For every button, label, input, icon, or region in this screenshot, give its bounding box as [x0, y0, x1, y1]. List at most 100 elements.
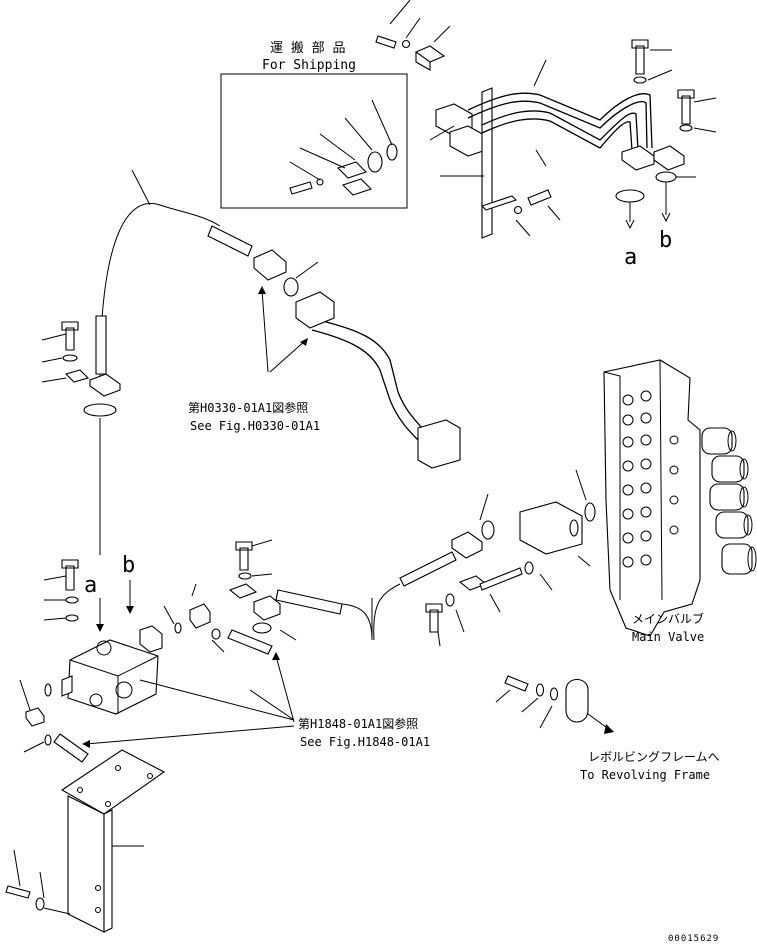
shipping-parts-group: 運 搬 部 品 For Shipping: [220, 41, 408, 209]
split-flange: [64, 369, 90, 383]
revolving-frame-jp: レボルビングフレームへ: [588, 750, 720, 764]
upper-pipe-assembly: a b: [375, 0, 717, 270]
elbow-fitting: [189, 603, 211, 629]
bolt: [504, 675, 529, 692]
valve-bracket-stand: [5, 749, 166, 933]
hose-fitting: [53, 733, 89, 763]
main-valve-solenoids: [701, 427, 757, 575]
o-ring: [44, 683, 52, 697]
split-flange: [228, 583, 258, 599]
washer: [679, 124, 693, 132]
pipe-end-block: [417, 419, 461, 469]
o-ring: [283, 277, 299, 297]
ref-h0330-jp: 第H0330-01A1図参照: [188, 400, 308, 415]
washer: [62, 354, 78, 362]
o-ring: [569, 519, 579, 537]
revolving-frame-en: To Revolving Frame: [580, 768, 710, 782]
elbow-fitting: [25, 707, 45, 727]
bolt: [61, 321, 79, 351]
washer: [401, 39, 411, 49]
steel-pipe: [317, 319, 423, 429]
revolving-frame-clamp: レボルビングフレームへ To Revolving Frame: [495, 675, 720, 782]
main-valve: メインバルブ Main Valve: [603, 359, 757, 644]
marker-a-bottom: a: [84, 573, 97, 598]
washer: [549, 687, 559, 701]
hydraulic-hose: [373, 583, 401, 641]
shipping-label-jp: 運 搬 部 品: [270, 41, 345, 56]
bracket-upright-side: [103, 809, 113, 933]
split-flange-half: [336, 161, 368, 179]
o-ring: [655, 171, 677, 183]
o-ring: [44, 734, 52, 746]
hydraulic-pipe: [467, 100, 648, 149]
bolt: [235, 541, 253, 571]
shipping-label-en: For Shipping: [262, 58, 356, 73]
pipe-clamp: [565, 678, 589, 723]
split-flange-half: [341, 178, 373, 196]
bracket-top-plate: [60, 749, 166, 815]
bracket-upright: [67, 795, 105, 933]
ref-h0330-en: See Fig.H0330-01A1: [190, 419, 320, 433]
o-ring: [83, 403, 117, 417]
pipe-clamp: [414, 45, 446, 71]
main-valve-body: [603, 359, 701, 637]
hydraulic-pipe: [481, 118, 633, 151]
hydraulic-pipe: [481, 110, 639, 151]
pipe-end-flange: [653, 145, 685, 171]
hose-fitting: [227, 629, 273, 655]
hydraulic-hose: [341, 603, 373, 641]
bolt: [479, 567, 523, 591]
washer: [524, 561, 534, 575]
washer: [633, 76, 647, 84]
drawing-number: 00015629: [668, 934, 719, 944]
washer: [513, 205, 523, 215]
selector-valve-body: [67, 639, 159, 715]
hose-fitting: [207, 225, 253, 257]
o-ring: [367, 151, 383, 173]
pipe-flange-block: [295, 291, 335, 329]
ref-h1848-en: See Fig.H1848-01A1: [300, 735, 430, 749]
bolt: [289, 181, 313, 195]
valve-fitting: [61, 675, 73, 697]
washer: [316, 178, 324, 186]
pipe-flange: [449, 125, 487, 157]
bracket-plate: [481, 87, 493, 239]
o-ring: [386, 143, 398, 161]
washer: [445, 593, 455, 607]
valve-cap: [139, 625, 163, 653]
hydraulic-pipe: [467, 92, 653, 149]
pilot-hose-upper: 第H0330-01A1図参照 See Fig.H0330-01A1: [41, 169, 461, 555]
bolt: [677, 89, 695, 125]
hose-flange: [253, 595, 281, 621]
main-valve-label-en: Main Valve: [632, 630, 704, 644]
marker-a-top: a: [624, 245, 637, 270]
main-valve-ports: [622, 390, 679, 568]
o-ring: [174, 622, 182, 634]
washer: [35, 897, 45, 911]
washer: [535, 683, 545, 697]
pilot-hose-lower: [373, 469, 596, 647]
bolt: [631, 39, 649, 75]
o-ring: [252, 622, 272, 634]
hose-flange: [89, 373, 121, 397]
hydraulic-hose: [99, 202, 221, 381]
steel-pipe: [311, 329, 419, 441]
o-ring: [584, 502, 596, 522]
hose-fitting: [275, 589, 343, 615]
bracket-foot: [480, 195, 518, 211]
washer: [238, 572, 252, 580]
selector-valve-assembly: a b 第H1848-01A1図参照 See Fig.H1848-: [19, 539, 430, 763]
bolt: [5, 885, 31, 899]
bolt: [375, 35, 397, 49]
o-ring: [211, 628, 221, 640]
marker-b-top: b: [659, 228, 672, 253]
bolt: [61, 559, 79, 591]
hose-flange: [451, 531, 483, 559]
washer: [65, 614, 79, 622]
main-valve-label-jp: メインバルブ: [632, 611, 704, 626]
connector-block: [519, 501, 583, 555]
o-ring: [615, 189, 645, 203]
hose-flange: [253, 249, 287, 281]
bolt: [425, 603, 443, 633]
